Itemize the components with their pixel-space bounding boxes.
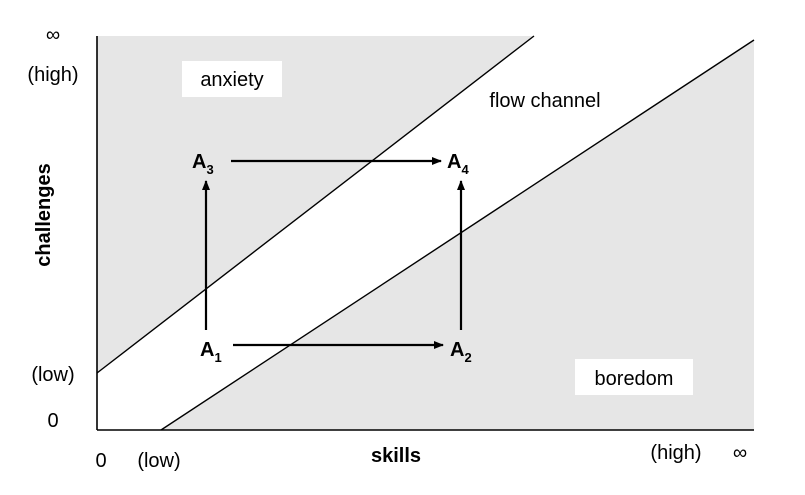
node-a3-index: 3 [206, 162, 213, 177]
y-tick-high: (high) [27, 64, 78, 86]
node-a1-letter: A [200, 339, 214, 361]
node-a2-letter: A [450, 339, 464, 361]
boredom-label: boredom [595, 368, 674, 390]
node-a2-index: 2 [464, 350, 471, 365]
node-a3: A3 [192, 151, 214, 177]
anxiety-label-box [182, 61, 282, 97]
x-tick-infinity: ∞ [733, 442, 747, 464]
node-a1: A1 [200, 339, 222, 365]
x-tick-low: (low) [137, 450, 180, 472]
node-a4-index: 4 [461, 162, 469, 177]
upper-boundary-line [96, 35, 535, 374]
node-a2: A2 [450, 339, 472, 365]
boredom-label-box [575, 359, 693, 395]
lower-boundary-line [160, 39, 755, 431]
y-axis-title: challenges [33, 163, 55, 266]
node-a4: A4 [447, 151, 469, 177]
flow-channel-label: flow channel [489, 90, 600, 112]
x-tick-zero: 0 [95, 450, 106, 472]
anxiety-label: anxiety [200, 69, 263, 91]
node-a1-index: 1 [214, 350, 221, 365]
x-axis-title: skills [371, 445, 421, 467]
node-a3-letter: A [192, 151, 206, 173]
node-a4-letter: A [447, 151, 461, 173]
y-tick-zero: 0 [47, 410, 58, 432]
y-tick-infinity: ∞ [46, 24, 60, 46]
y-tick-low: (low) [31, 364, 74, 386]
x-tick-high: (high) [650, 442, 701, 464]
